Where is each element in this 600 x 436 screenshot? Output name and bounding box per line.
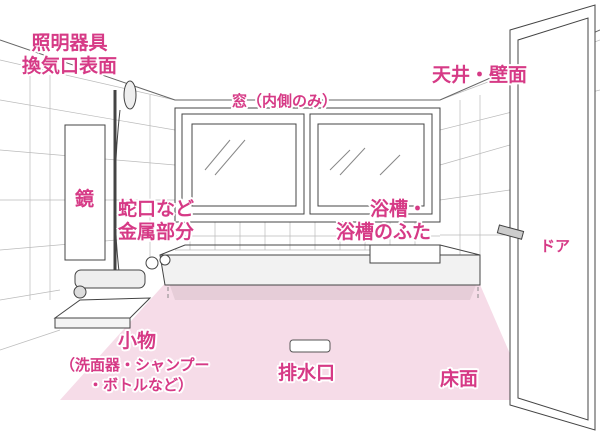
label-accessories-detail1: （洗面器・シャンプー — [60, 356, 210, 374]
door — [496, 4, 596, 431]
label-door: ドア — [540, 237, 571, 255]
label-drain: 排水口 — [278, 362, 336, 384]
window-frame — [174, 107, 441, 223]
label-lighting-ventilation: 照明器具 換気口表面 — [22, 32, 117, 78]
shelf — [53, 297, 152, 329]
label-window: 窓（内側のみ） — [232, 92, 338, 110]
label-lighting: 照明器具 — [31, 32, 108, 54]
label-bathtub-line2: 浴槽のふた — [336, 221, 432, 243]
label-bathtub: 浴槽・ 浴槽のふた — [336, 198, 431, 244]
label-ceiling-wall: 天井・壁面 — [432, 64, 528, 86]
label-faucet: 蛇口など 金属部分 — [118, 198, 194, 244]
label-floor: 床面 — [440, 368, 479, 390]
label-faucet-line2: 金属部分 — [118, 221, 195, 243]
mirror — [64, 124, 106, 261]
bathtub — [159, 244, 481, 286]
label-accessories: 小物 — [118, 330, 157, 352]
bath-items — [145, 254, 171, 270]
drain — [289, 339, 331, 353]
label-accessories-detail2: ・ボトルなど） — [88, 376, 194, 394]
label-bathtub-line1: 浴槽・ — [370, 198, 428, 220]
shower — [73, 80, 146, 299]
label-faucet-line1: 蛇口など — [118, 198, 195, 220]
label-ventilation: 換気口表面 — [22, 55, 118, 77]
label-mirror: 鏡 — [75, 188, 95, 210]
